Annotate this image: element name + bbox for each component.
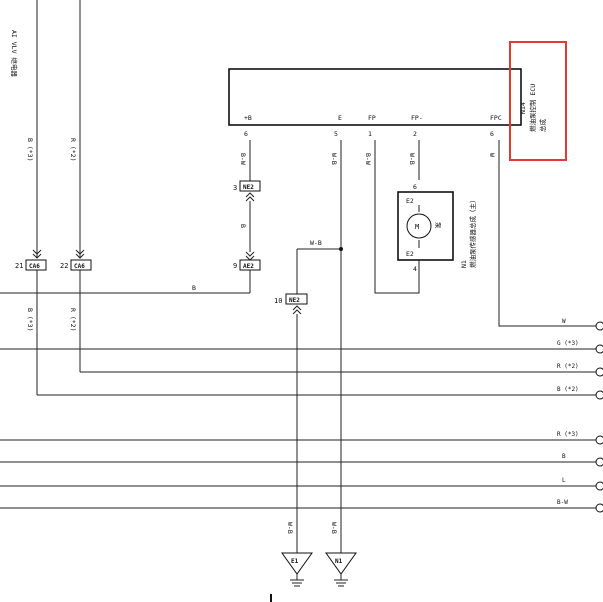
svg-text:NE2: NE2 <box>243 184 254 191</box>
terminal-6 <box>595 481 603 491</box>
right-wire-label-6: L <box>562 477 566 484</box>
wire-label-bus-b: B <box>192 284 196 292</box>
svg-text:AE2: AE2 <box>243 263 254 270</box>
right-wire-label-7: B-W <box>557 499 568 506</box>
right-bus: W G (*3) R (*2) B (*2) R (*3) B L B-W <box>0 318 603 513</box>
pump-pin-bottom-tag: E2 <box>406 250 414 258</box>
pump-label-1: N1 <box>460 260 468 268</box>
bottom-mark <box>270 594 272 602</box>
svg-text:CA6: CA6 <box>74 263 85 270</box>
ecu-pin-name-e: E <box>338 114 342 122</box>
ecu-pin-num-fpc: 6 <box>490 130 494 138</box>
ground-n1-label: N1 <box>335 558 343 565</box>
ecu-pin-num-e: 5 <box>334 130 338 138</box>
connector-ne2-3: 3 NE2 <box>233 180 261 252</box>
ecu-pin-num-fp: 1 <box>368 130 372 138</box>
terminal-2 <box>595 367 603 377</box>
ground-n1-wire: W-B <box>330 522 338 534</box>
wire-label-ecu-b: B-W <box>239 153 247 165</box>
svg-text:10: 10 <box>274 297 282 305</box>
svg-text:22: 22 <box>60 262 68 270</box>
svg-text:9: 9 <box>233 262 237 270</box>
highlight-box <box>509 41 567 161</box>
fuel-pump-sensor: 6 E2 E2 4 M 泵 N1 燃油泵传感器总成（主） <box>397 183 477 275</box>
relay-label: AI VLV 继电器 <box>10 30 19 77</box>
relay-area: AI VLV 继电器 B (*3) R (*2) <box>10 0 81 258</box>
right-wire-label-3: B (*2) <box>557 386 579 393</box>
ecu-pin-name-fpc: FPC <box>490 114 502 122</box>
wire-label-ground-branch: W-B <box>310 239 322 247</box>
ground-e1-label: E1 <box>291 558 299 565</box>
wire-label-ecu-fp: B-W <box>364 153 372 165</box>
ecu-box <box>228 68 522 126</box>
ecu-label-3: 总成 <box>538 119 547 133</box>
motor-symbol <box>406 213 432 239</box>
wire-label-ecu-e: W-B <box>330 153 338 165</box>
svg-text:CA6: CA6 <box>29 263 40 270</box>
terminal-0 <box>595 321 603 331</box>
wire-label-top-left-2: R (*2) <box>69 138 77 161</box>
connector-ca6-22: 22 CA6 <box>60 249 92 271</box>
ground-e1-wire: W-B <box>286 522 294 534</box>
ecu-label-1: N14 <box>519 102 527 114</box>
wire-label-ecu-fpminus: W-B <box>408 153 416 165</box>
pump-pin-bottom-num: 4 <box>413 265 417 273</box>
terminal-5 <box>595 457 603 467</box>
motor-label: 泵 <box>434 222 442 229</box>
ecu-pin-name-fp: FP <box>368 114 376 122</box>
wire-label-mid-left-2: R (*2) <box>69 308 77 331</box>
terminal-7 <box>595 503 603 513</box>
left-wires: B B (*3) R (*2) <box>0 270 597 396</box>
ecu-pin-num-b: 6 <box>244 130 248 138</box>
svg-text:NE2: NE2 <box>289 297 300 304</box>
fuel-pump-ecu: 6 +B 5 E 1 FP 2 FP- 6 FPC N14 燃油泵控制 ECU … <box>228 68 547 138</box>
motor-symbol-letter: M <box>415 223 419 231</box>
wire-label-conn-between: B <box>239 224 247 228</box>
svg-text:21: 21 <box>15 262 23 270</box>
pump-label-2: 燃油泵传感器总成（主） <box>468 197 477 269</box>
terminal-1 <box>595 344 603 354</box>
wire-label-ecu-fpc: W <box>488 153 496 157</box>
connector-ae2-9: 9 AE2 <box>233 251 261 271</box>
right-wire-label-4: R (*3) <box>557 431 579 438</box>
ecu-pin-name-fpminus: FP- <box>411 114 423 122</box>
ground-n1: W-B N1 <box>325 522 357 587</box>
svg-text:3: 3 <box>233 184 237 192</box>
connector-ca6-21: 21 CA6 <box>15 249 47 271</box>
ecu-label-2: 燃油泵控制 ECU <box>528 84 537 132</box>
ecu-pin-num-fpminus: 2 <box>413 130 417 138</box>
pump-pin-top-tag: E2 <box>406 197 414 205</box>
ecu-wires: B-W W-B B-W W-B W <box>239 140 597 553</box>
wire-label-mid-left-1: B (*3) <box>26 308 34 331</box>
terminal-4 <box>595 435 603 445</box>
connector-ne2-10: W-B 10 NE2 <box>274 239 343 553</box>
right-wire-label-2: R (*2) <box>557 363 579 370</box>
ground-e1: W-B E1 <box>281 522 313 587</box>
ecu-pin-name-b: +B <box>244 114 252 122</box>
terminal-3 <box>595 390 603 400</box>
right-wire-label-0: W <box>562 318 566 325</box>
right-wire-label-5: B <box>562 453 566 460</box>
right-wire-label-1: G (*3) <box>557 340 579 347</box>
pump-pin-top-num: 6 <box>413 183 417 191</box>
wire-label-top-left-1: B (*3) <box>26 138 34 161</box>
